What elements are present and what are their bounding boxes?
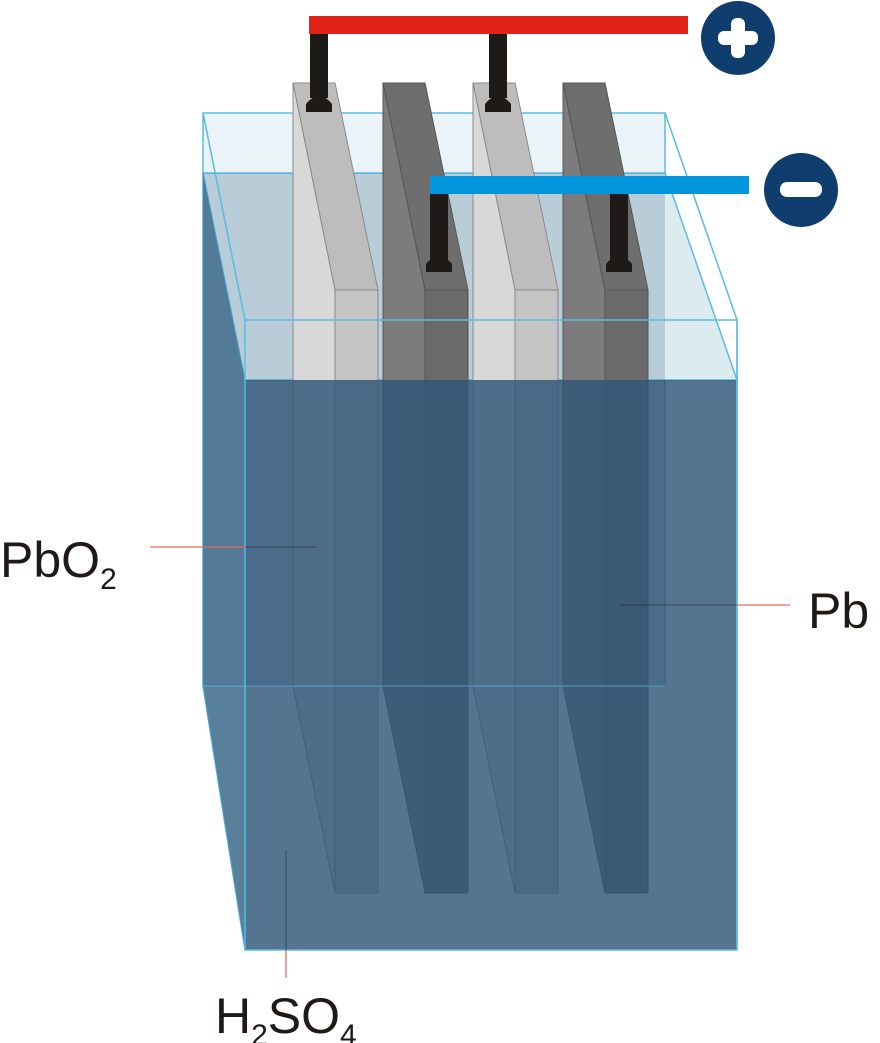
positive-terminal bbox=[306, 1, 775, 112]
negative-post-2 bbox=[610, 194, 628, 260]
electrolyte-left bbox=[203, 173, 245, 950]
h2so4-label-sub-4: 4 bbox=[340, 1019, 357, 1043]
plus-sign-vertical bbox=[731, 18, 745, 58]
minus-sign bbox=[780, 182, 822, 197]
electrolyte-body bbox=[202, 112, 738, 951]
positive-post-2-foot bbox=[485, 96, 511, 112]
negative-bus-bar bbox=[430, 176, 749, 194]
pbo2-label-subscript: 2 bbox=[100, 563, 117, 596]
pb-label: Pb bbox=[808, 583, 869, 639]
pbo2-label: PbO2 bbox=[0, 532, 117, 596]
negative-post-2-foot bbox=[606, 256, 632, 272]
pbo2-label-main: PbO bbox=[0, 532, 100, 588]
tank-top-left-edge bbox=[202, 112, 246, 321]
h2so4-label: H2SO4 bbox=[215, 988, 357, 1043]
h2so4-label-sub-2: 2 bbox=[251, 1019, 268, 1043]
h2so4-label-so: SO bbox=[268, 988, 340, 1043]
h2so4-label-h: H bbox=[215, 988, 251, 1043]
positive-post-2 bbox=[489, 34, 507, 98]
leader-lines bbox=[150, 546, 790, 978]
electrolyte-front bbox=[245, 380, 737, 950]
negative-post-1 bbox=[430, 194, 448, 260]
positive-bus-bar bbox=[309, 16, 688, 34]
negative-post-1-foot bbox=[426, 256, 452, 272]
positive-post-1 bbox=[310, 34, 328, 98]
positive-post-1-foot bbox=[306, 96, 332, 112]
negative-terminal bbox=[426, 153, 838, 272]
